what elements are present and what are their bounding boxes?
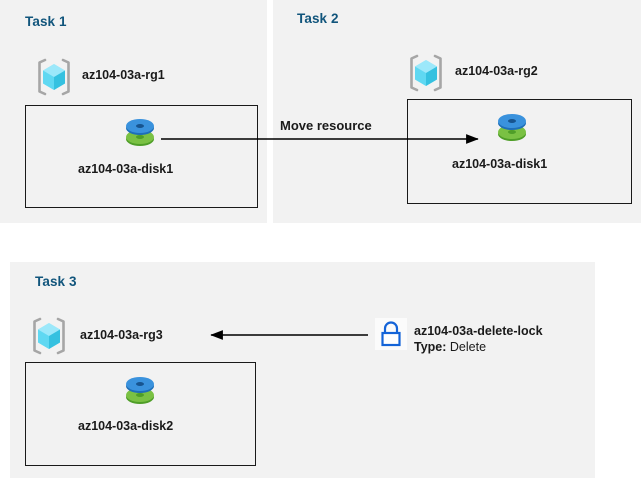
connector-label-move-resource: Move resource [280,118,372,133]
disk-icon [492,108,532,148]
disk-label: az104-03a-disk2 [78,419,174,433]
panel-title-task-3: Task 3 [35,274,77,289]
resource-group-icon [33,56,75,98]
disk-icon [120,371,160,411]
lock-type-label: Type: Delete [414,340,486,354]
connector-move-resource [161,134,479,144]
disk-label: az104-03a-disk1 [452,157,548,171]
resource-group-label: az104-03a-rg2 [455,64,538,78]
lock-type-key: Type: [414,340,447,354]
resource-group-label: az104-03a-rg1 [82,68,165,82]
lock-icon [375,318,407,350]
connector-lock-to-resource-group [210,330,368,340]
resource-group-label: az104-03a-rg3 [80,328,163,342]
lock-name-label: az104-03a-delete-lock [414,324,543,338]
panel-title-task-2: Task 2 [297,11,339,26]
lock-type-value: Delete [449,340,487,354]
resource-group-icon [28,315,70,357]
panel-title-task-1: Task 1 [25,14,67,29]
disk-icon [120,113,160,153]
resource-group-icon [405,52,447,94]
disk-label: az104-03a-disk1 [78,162,174,176]
